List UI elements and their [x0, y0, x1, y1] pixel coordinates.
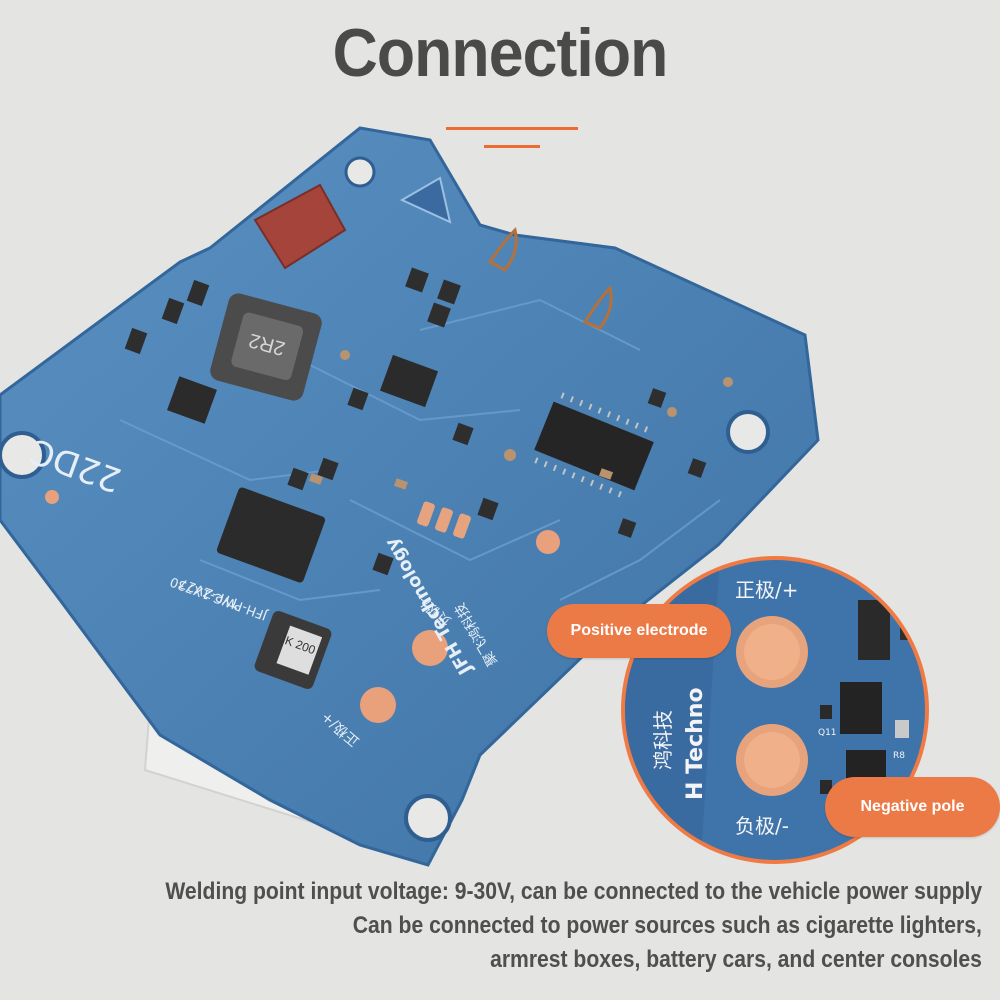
zoom-brand-en: H Techno — [683, 687, 708, 800]
mount-hole — [0, 431, 46, 479]
ic-small — [167, 376, 217, 424]
jk200-chip — [254, 611, 332, 689]
board-pad-negative — [360, 687, 396, 723]
zoom-negative-label: 负极/- — [735, 814, 789, 838]
callout-positive: Positive electrode — [547, 604, 731, 658]
main-ic — [534, 392, 654, 498]
mount-hole — [404, 794, 452, 842]
mosfet — [216, 487, 326, 583]
caption-line-3: armrest boxes, battery cars, and center … — [490, 946, 982, 973]
title-underline-short — [484, 145, 540, 148]
inductor — [210, 293, 322, 401]
zoom-brand-cn: 鸿科技 — [651, 710, 675, 770]
callout-negative: Negative pole — [825, 777, 1000, 837]
caption-line-2: Can be connected to power sources such a… — [352, 912, 982, 939]
board-pad-positive — [412, 630, 448, 666]
page-title: Connection — [332, 15, 669, 91]
zoom-r8: R8 — [893, 751, 905, 761]
zoom-q11: Q11 — [818, 728, 837, 738]
mount-hole — [726, 410, 770, 454]
capacitor — [253, 183, 347, 270]
pcb-board — [0, 126, 820, 867]
zoom-positive-label: 正极/+ — [735, 578, 799, 602]
caption-line-1: Welding point input voltage: 9-30V, can … — [165, 878, 982, 905]
ic-small — [379, 354, 439, 408]
mount-hole — [344, 156, 376, 188]
title-underline-long — [446, 127, 578, 130]
